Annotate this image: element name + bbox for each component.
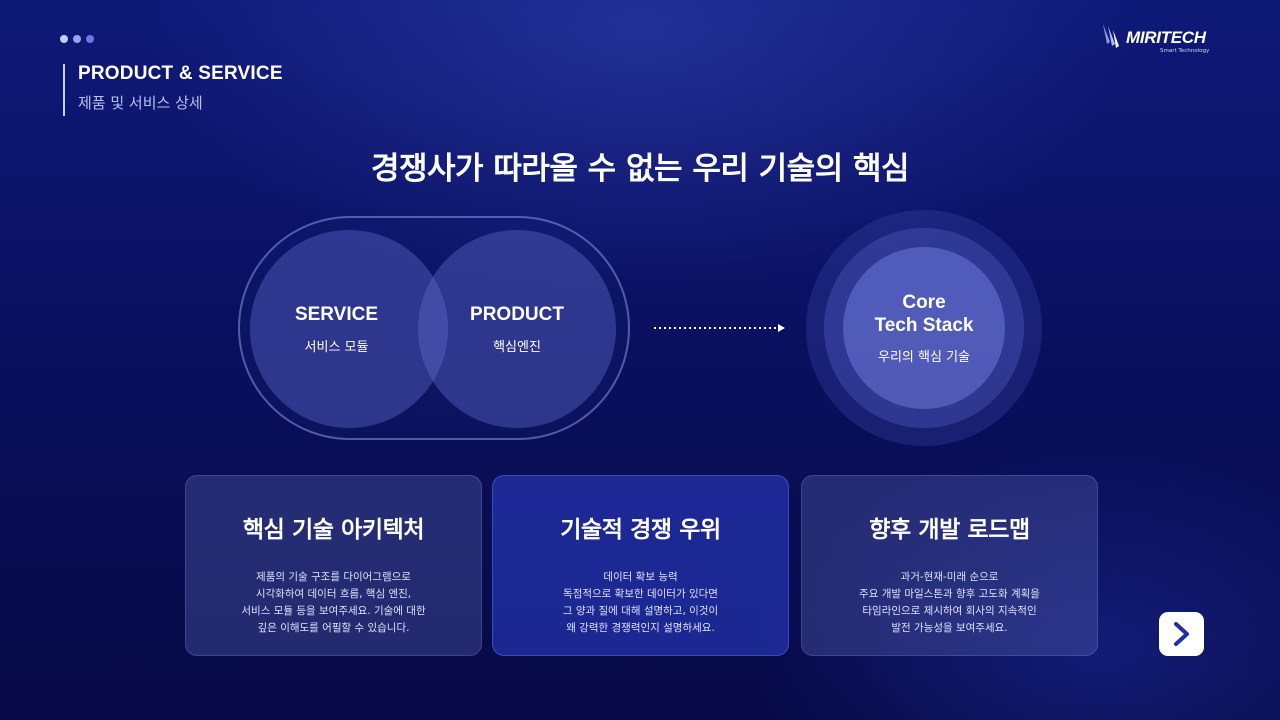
card-line: 그 양과 질에 대해 설명하고, 이것이 bbox=[562, 605, 719, 617]
chevron-right-icon bbox=[1173, 622, 1189, 646]
card-body: 데이터 확보 능력 독점적으로 확보한 데이터가 있다면 그 양과 질에 대해 … bbox=[563, 569, 718, 637]
card-roadmap: 향후 개발 로드맵 과거-현재-미래 순으로 주요 개발 마일스톤과 향후 고도… bbox=[801, 475, 1098, 656]
core-title: Core Tech Stack bbox=[875, 291, 974, 337]
section-subtitle: 제품 및 서비스 상세 bbox=[78, 94, 203, 112]
section-header: PRODUCT & SERVICE 제품 및 서비스 상세 bbox=[63, 64, 283, 116]
indicator-dot bbox=[86, 35, 94, 43]
card-line: 시각화하여 데이터 흐름, 핵심 엔진, bbox=[255, 588, 412, 600]
card-line: 깊은 이해도를 어필할 수 있습니다. bbox=[257, 622, 410, 634]
core-subtitle: 우리의 핵심 기술 bbox=[878, 350, 970, 365]
card-line: 왜 강력한 경쟁력인지 설명하세요. bbox=[566, 622, 715, 634]
core-title-line2: Tech Stack bbox=[874, 315, 974, 336]
product-title: PRODUCT bbox=[470, 303, 564, 325]
card-line: 타임라인으로 제시하여 회사의 지속적인 bbox=[862, 605, 1037, 617]
card-competitive-advantage: 기술적 경쟁 우위 데이터 확보 능력 독점적으로 확보한 데이터가 있다면 그… bbox=[492, 475, 789, 656]
card-architecture: 핵심 기술 아키텍처 제품의 기술 구조를 다이어그램으로 시각화하여 데이터 … bbox=[185, 475, 482, 656]
card-body: 제품의 기술 구조를 다이어그램으로 시각화하여 데이터 흐름, 핵심 엔진, … bbox=[241, 569, 425, 637]
card-line: 제품의 기술 구조를 다이어그램으로 bbox=[256, 571, 411, 583]
product-subtitle: 핵심엔진 bbox=[493, 339, 541, 355]
section-title: PRODUCT & SERVICE bbox=[78, 63, 283, 84]
service-circle: SERVICE 서비스 모듈 bbox=[250, 230, 448, 428]
indicator-dot bbox=[60, 35, 68, 43]
card-body: 과거-현재-미래 순으로 주요 개발 마일스톤과 향후 고도화 계획을 타임라인… bbox=[859, 569, 1040, 637]
card-line: 데이터 확보 능력 bbox=[603, 571, 678, 583]
company-logo: MIRITECH Smart Technology bbox=[1100, 22, 1220, 58]
card-title: 기술적 경쟁 우위 bbox=[560, 517, 721, 543]
card-line: 주요 개발 마일스톤과 향후 고도화 계획을 bbox=[859, 588, 1040, 600]
indicator-dot bbox=[73, 35, 81, 43]
card-line: 과거-현재-미래 순으로 bbox=[900, 571, 999, 583]
page-title: 경쟁사가 따라올 수 없는 우리 기술의 핵심 bbox=[370, 151, 910, 187]
venn-frame bbox=[238, 216, 630, 440]
card-title: 향후 개발 로드맵 bbox=[869, 517, 1030, 543]
core-title-line1: Core bbox=[902, 292, 946, 313]
card-line: 발전 가능성을 보여주세요. bbox=[891, 622, 1008, 634]
wing-logo-icon bbox=[1103, 24, 1119, 48]
service-title: SERVICE bbox=[294, 303, 379, 325]
logo-name: MIRITECH bbox=[1126, 28, 1206, 47]
card-line: 서비스 모듈 등을 보여주세요. 기술에 대한 bbox=[241, 605, 426, 617]
card-title: 핵심 기술 아키텍처 bbox=[242, 517, 425, 543]
next-slide-button[interactable] bbox=[1159, 612, 1204, 656]
logo-tagline: Smart Technology bbox=[1160, 48, 1210, 54]
dotted-arrow-icon bbox=[654, 324, 785, 332]
service-subtitle: 서비스 모듈 bbox=[304, 339, 369, 355]
slide-indicator-dots bbox=[60, 35, 94, 43]
product-circle: PRODUCT 핵심엔진 bbox=[418, 230, 616, 428]
core-tech-circle: Core Tech Stack 우리의 핵심 기술 bbox=[843, 247, 1005, 409]
card-line: 독점적으로 확보한 데이터가 있다면 bbox=[563, 588, 718, 600]
